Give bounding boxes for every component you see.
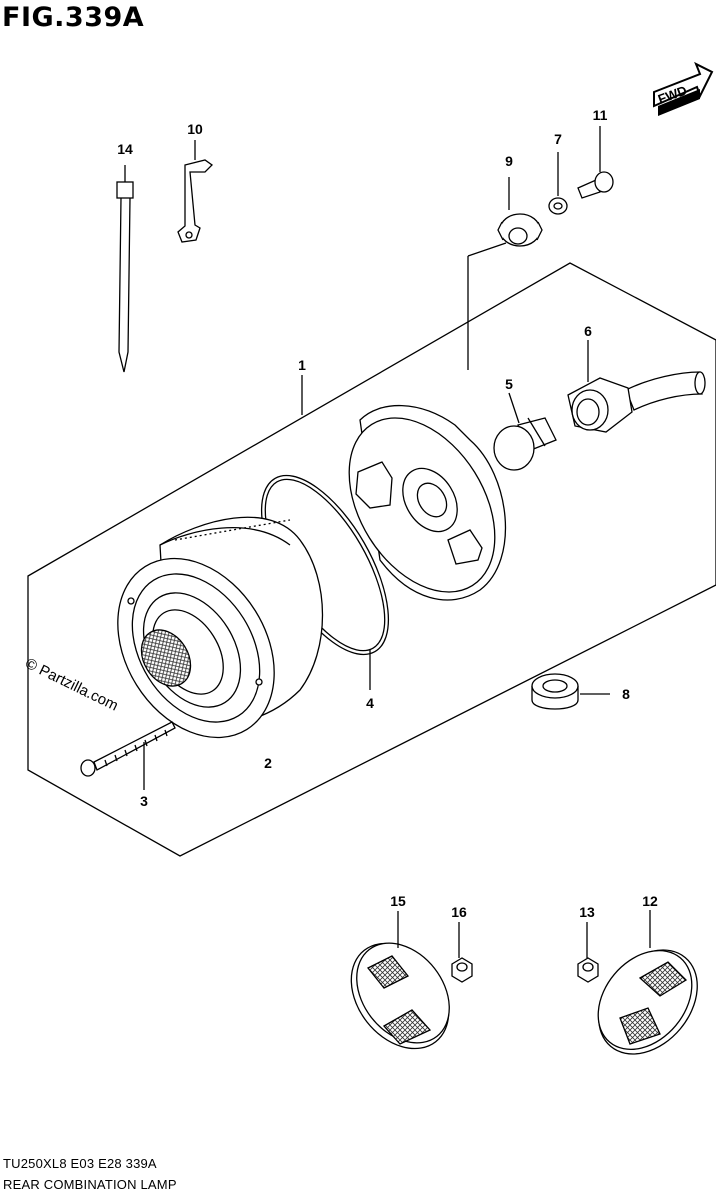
part-2-lens [117,516,324,739]
callout-13: 13 [579,904,595,920]
callout-2: 2 [264,755,272,771]
callout-5: 5 [505,376,513,392]
callout-1: 1 [298,357,306,373]
callout-7: 7 [554,131,562,147]
part-16-nut [451,922,473,983]
figure-title: FIG.339A [2,2,145,33]
part-12-reflector [597,910,698,1055]
callout-14: 14 [117,141,133,157]
part-10-clamp [177,140,214,243]
housing-base [348,404,507,601]
callout-16: 16 [451,904,467,920]
callout-12: 12 [642,893,658,909]
part-3-screw [80,721,176,790]
part-13-nut [577,922,599,983]
part-15-reflector [350,911,450,1050]
part-5-bulb [493,392,557,471]
callout-9: 9 [505,153,513,169]
part-11-screw [577,126,614,199]
assembly-outline [27,262,716,857]
callout-15: 15 [390,893,406,909]
callout-4: 4 [366,695,374,711]
callout-11: 11 [593,107,608,123]
model-code: TU250XL8 E03 E28 339A [3,1156,157,1171]
callout-6: 6 [584,323,592,339]
part-14-cable-tie [116,165,134,373]
callout-10: 10 [187,121,203,137]
part-8-grommet [531,673,610,710]
figure-name: REAR COMBINATION LAMP [3,1177,177,1192]
callout-8: 8 [622,686,630,702]
fwd-arrow-icon: FWD [653,61,714,116]
callout-3: 3 [140,793,148,809]
part-6-socket [567,340,706,433]
part-9-nut [467,177,543,370]
part-7-washer [548,152,568,215]
